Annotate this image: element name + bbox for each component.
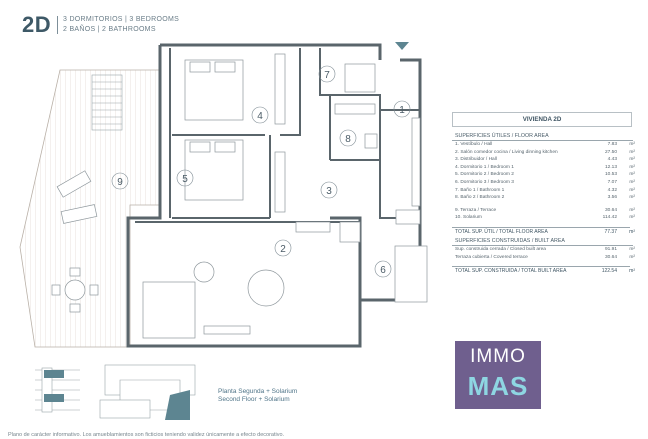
- area-row: 4. Dormitorio 1 / Bedroom 1 12.13 m²: [455, 164, 637, 172]
- area-row: 5. Dormitorio 2 / Bedroom 2 10.53 m²: [455, 171, 637, 179]
- useful-area-heading: SUPERFICIES ÚTILES / FLOOR AREA: [452, 132, 633, 141]
- area-row: 8. Baño 2 / Bathroom 2 3.56 m²: [455, 194, 637, 202]
- immomas-logo: IMMO MAS: [455, 341, 541, 409]
- total-useful-label: TOTAL SUP. ÚTIL / TOTAL FLOOR AREA: [455, 228, 548, 235]
- area-label: 10. Solarium: [455, 215, 482, 221]
- floor-plan: 1 2 3 4 5 6 7 8 9: [19, 42, 428, 348]
- area-value: 27.50: [604, 149, 617, 155]
- area-label: 5. Dormitorio 2 / Bedroom 2: [455, 172, 514, 178]
- area-value: 4.43: [607, 157, 617, 163]
- header-separator: [57, 16, 58, 34]
- area-value: 7.07: [607, 179, 617, 185]
- area-value: 30.64: [604, 254, 617, 260]
- total-built-label: TOTAL SUP. CONSTRUIDA / TOTAL BUILT AREA: [455, 268, 567, 275]
- area-unit: m²: [629, 215, 635, 221]
- area-label: 6. Dormitorio 3 / Bedroom 3: [455, 179, 514, 185]
- area-label: Sup. construida cerrada / Closed built a…: [455, 246, 546, 252]
- room-number-6: 6: [380, 265, 386, 276]
- area-label: 9. Terraza / Terrace: [455, 207, 497, 213]
- area-value: 10.53: [604, 172, 617, 178]
- bathrooms-text: 2 BAÑOS | 2 BATHROOMS: [63, 26, 156, 33]
- area-unit: m²: [629, 157, 635, 163]
- entrance-marker: [395, 42, 409, 50]
- total-useful-value: 77.37: [604, 228, 617, 235]
- area-row: 6. Dormitorio 3 / Bedroom 3 7.07 m²: [455, 179, 637, 187]
- room-list: 1. Vestíbulo / Hall 7.83 m² 2. Salón comedo…: [448, 141, 638, 202]
- area-row: 3. Distribuidor / Hall 4.43 m²: [455, 156, 637, 164]
- furniture: [142, 53, 428, 339]
- total-useful-row: TOTAL SUP. ÚTIL / TOTAL FLOOR AREA 77.37…: [455, 228, 637, 237]
- area-label: 1. Vestíbulo / Hall: [455, 142, 493, 147]
- footer-disclaimer: Plano de carácter informativo. Los amueb…: [8, 432, 285, 438]
- area-value: 4.32: [607, 187, 617, 193]
- area-row: 7. Baño 1 / Bathroom 1 4.32 m²: [455, 187, 637, 195]
- area-value: 12.13: [604, 164, 617, 170]
- floor-label-es: Planta Segunda + Solarium: [218, 388, 298, 395]
- area-unit: m²: [629, 149, 635, 155]
- unit-code: 2D: [22, 12, 52, 37]
- total-useful-unit: m²: [629, 228, 635, 235]
- area-row: Terraza cubierta / Covered terrace 30.64 m…: [455, 254, 637, 262]
- area-row: 9. Terraza / Terrace 30.64 m²: [455, 207, 637, 215]
- area-row: 1. Vestíbulo / Hall 7.83 m²: [455, 141, 637, 149]
- area-unit: m²: [629, 246, 635, 252]
- room-number-5: 5: [182, 174, 188, 185]
- area-label: Terraza cubierta / Covered terrace: [455, 254, 528, 260]
- area-value: 30.64: [604, 207, 617, 213]
- area-unit: m²: [629, 142, 635, 147]
- terrace-furniture: [51, 170, 99, 313]
- room-numbers: 1 2 3 4 5 6 7 8 9: [117, 70, 405, 276]
- total-built-row: TOTAL SUP. CONSTRUIDA / TOTAL BUILT AREA…: [455, 267, 637, 276]
- area-unit: m²: [629, 164, 635, 170]
- area-value: 7.83: [607, 142, 617, 147]
- area-unit: m²: [629, 207, 635, 213]
- room-number-2: 2: [280, 244, 286, 255]
- area-label: 3. Distribuidor / Hall: [455, 157, 497, 163]
- area-value: 114.42: [602, 215, 617, 221]
- logo-line1: IMMO: [470, 346, 526, 367]
- area-row: 10. Solarium 114.42 m²: [455, 214, 637, 222]
- stairs: [91, 74, 123, 131]
- area-row: 2. Salón comedor cocina / Living dinning…: [455, 149, 637, 157]
- room-number-9: 9: [117, 177, 123, 188]
- room-number-1: 1: [399, 105, 405, 116]
- built-list: Sup. construida cerrada / Closed built a…: [448, 246, 638, 261]
- area-label: 2. Salón comedor cocina / Living dinning…: [455, 149, 558, 155]
- area-label: 7. Baño 1 / Bathroom 1: [455, 187, 505, 193]
- total-built-unit: m²: [629, 268, 635, 275]
- area-unit: m²: [629, 179, 635, 185]
- room-number-7: 7: [324, 70, 330, 81]
- table-title: VIVIENDA 2D: [452, 112, 632, 127]
- room-number-8: 8: [345, 134, 351, 145]
- area-table: VIVIENDA 2D SUPERFICIES ÚTILES / FLOOR A…: [448, 112, 638, 276]
- built-area-heading: SUPERFICIES CONSTRUIDAS / BUILT AREA: [452, 237, 633, 246]
- floor-label-en: Second Floor + Solarium: [218, 396, 290, 403]
- area-unit: m²: [629, 187, 635, 193]
- area-value: 91.91: [604, 246, 617, 252]
- bedrooms-text: 3 DORMITORIOS | 3 BEDROOMS: [63, 16, 180, 23]
- logo-line2: MAS: [467, 371, 529, 401]
- area-label: 8. Baño 2 / Bathroom 2: [455, 195, 505, 201]
- room-number-4: 4: [257, 111, 263, 122]
- room-number-3: 3: [326, 186, 332, 197]
- key-plan: [35, 364, 196, 420]
- area-row: Sup. construida cerrada / Closed built a…: [455, 246, 637, 254]
- area-unit: m²: [629, 195, 635, 201]
- area-unit: m²: [629, 254, 635, 260]
- area-value: 3.56: [607, 195, 617, 201]
- area-label: 4. Dormitorio 1 / Bedroom 1: [455, 164, 514, 170]
- area-unit: m²: [629, 172, 635, 178]
- total-built-value: 122.54: [601, 268, 617, 275]
